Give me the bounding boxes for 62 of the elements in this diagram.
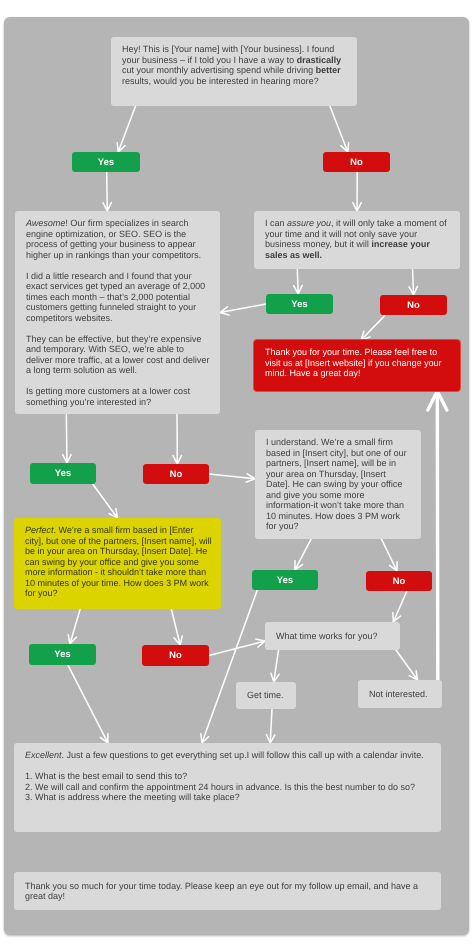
no-response: No (143, 464, 209, 484)
arrow (408, 268, 418, 296)
arrow (102, 171, 112, 212)
script-box (265, 622, 400, 650)
script-text: Excellent. Just a few questions to get everything set up.I will follow this call up with a calendar invite. (25, 750, 425, 760)
script-text: 1. What is the best email to send this to? (25, 771, 188, 782)
script-text: Awesome! Our firm specializes in search engine optimization, or SEO. SEO is the process of getting your business to appear higher up in rankings than your competitors. (26, 218, 202, 260)
closing-message-text: Thank you for your time. Please feel free to visit us at [Insert website] if you change your mind. Have a great day! (265, 347, 443, 378)
script-text: Is getting more customers at a lower cost something you’re interested in? (26, 386, 192, 407)
arrow (426, 389, 449, 682)
arrow (266, 708, 276, 744)
arrow (219, 303, 267, 316)
arrow (208, 638, 266, 656)
arrow (380, 538, 398, 572)
arrow (352, 171, 362, 212)
arrow (270, 649, 280, 683)
script-text: I understand. We’re a small firm based in [Insert city], but one of our partners, [Insert name], will be in your area on Thursday, [Insert Date]. He can swing by your office and give you some more information-it won’t take more than 10 minutes. How does 3 PM work for you? (266, 437, 408, 532)
script-box (255, 430, 421, 538)
script-box (14, 872, 441, 910)
yes-response: Yes (266, 294, 333, 314)
arrow (200, 589, 258, 744)
script-text: 3. What is address where the meeting will take place? (25, 792, 241, 802)
arrow (62, 413, 72, 464)
script-text: What time works for you? (276, 630, 379, 642)
script-text: They can be effective, but they’re expensive and temporary. With SEO, we’re able to deliver more traffic, at a lower cost and deliver a long term solution as well. (26, 334, 210, 376)
script-text: Get time. (247, 690, 285, 701)
script-box (14, 743, 441, 832)
script-text: I did a little research and I found that your exact services get typed an average of 2,000 times each month – that’s 2,000 potential customers getting funneled straight to your competitors websites. (26, 270, 206, 323)
script-text: Hey! This is [Your name] with [Your business]. I found your business – if I told you I have a way to drastically cut your monthly advertising spend while driving better results, would you be interested in hearing more? (122, 44, 342, 86)
closing-message-box (254, 340, 460, 391)
script-text: Perfect. We’re a small firm based in [Enter city], but one of the partners, [Insert name], will be in your area on Thursday, [Insert Date]. He can swing by your office and give you some more information - it shouldn’t take more than 10 minutes of your time. How does 3 PM work for you? (25, 525, 212, 598)
script-box (111, 37, 357, 106)
arrow (329, 105, 350, 153)
script-text: I can assure you, it will only take a moment of your time and it will not only save your business money, but it will increase your sales as well. (265, 218, 448, 260)
arrow (392, 590, 408, 623)
yes-response: Yes (252, 570, 318, 590)
no-response: No (323, 152, 390, 172)
arrow (395, 649, 418, 681)
script-box (358, 680, 442, 708)
no-response: No (366, 571, 432, 591)
script-box (254, 211, 460, 269)
no-response: No (380, 295, 447, 315)
arrow (116, 105, 136, 153)
script-text: Not interested. (369, 688, 429, 700)
script-box (15, 211, 220, 414)
arrow (170, 608, 183, 646)
arrow (68, 608, 81, 645)
script-text: 2. We will call and confirm the appointment 24 hours in advance. Is this the best number to do so? (25, 782, 416, 792)
arrow (208, 473, 256, 483)
arrow (292, 268, 303, 295)
arrow (294, 538, 312, 571)
arrow (92, 483, 118, 519)
yes-response: Yes (30, 463, 96, 484)
arrow (172, 413, 182, 465)
arrow (67, 664, 109, 744)
arrow (360, 314, 386, 341)
yes-response: Yes (72, 152, 140, 172)
highlighted-script-box (14, 518, 221, 609)
script-box (236, 682, 296, 709)
yes-response: Yes (29, 644, 96, 665)
script-text: Thank you so much for your time today. Please keep an eye out for my follow up email, and have a great day! (25, 880, 420, 902)
no-response: No (142, 645, 209, 666)
